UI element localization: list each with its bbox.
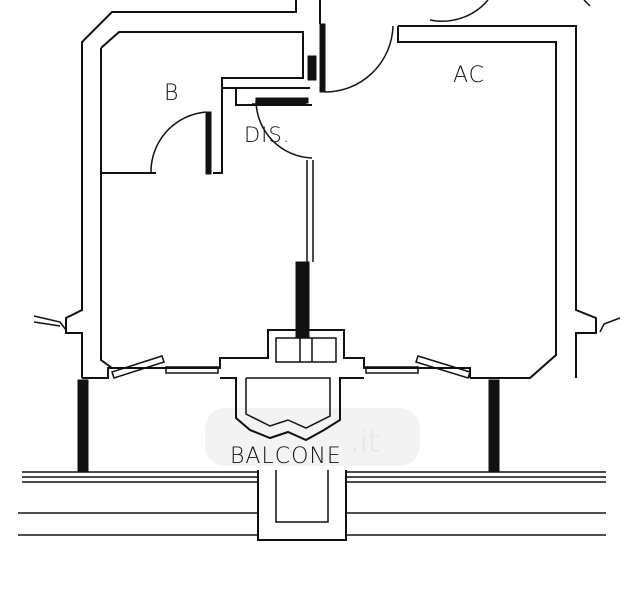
room-label-balcony: BALCONE <box>230 444 342 469</box>
doors <box>150 0 591 175</box>
room-label-bathroom: B <box>164 81 179 106</box>
railing <box>18 470 606 541</box>
watermark-text: .it <box>350 425 380 460</box>
outer-wall-left <box>65 0 312 378</box>
partition-wall <box>252 103 314 339</box>
room-label-storage: DIS. <box>244 123 290 147</box>
balcony-structure <box>77 329 500 473</box>
windows <box>33 315 621 379</box>
room-label-kitchen: AC <box>453 63 485 88</box>
outer-wall-right <box>319 0 597 379</box>
